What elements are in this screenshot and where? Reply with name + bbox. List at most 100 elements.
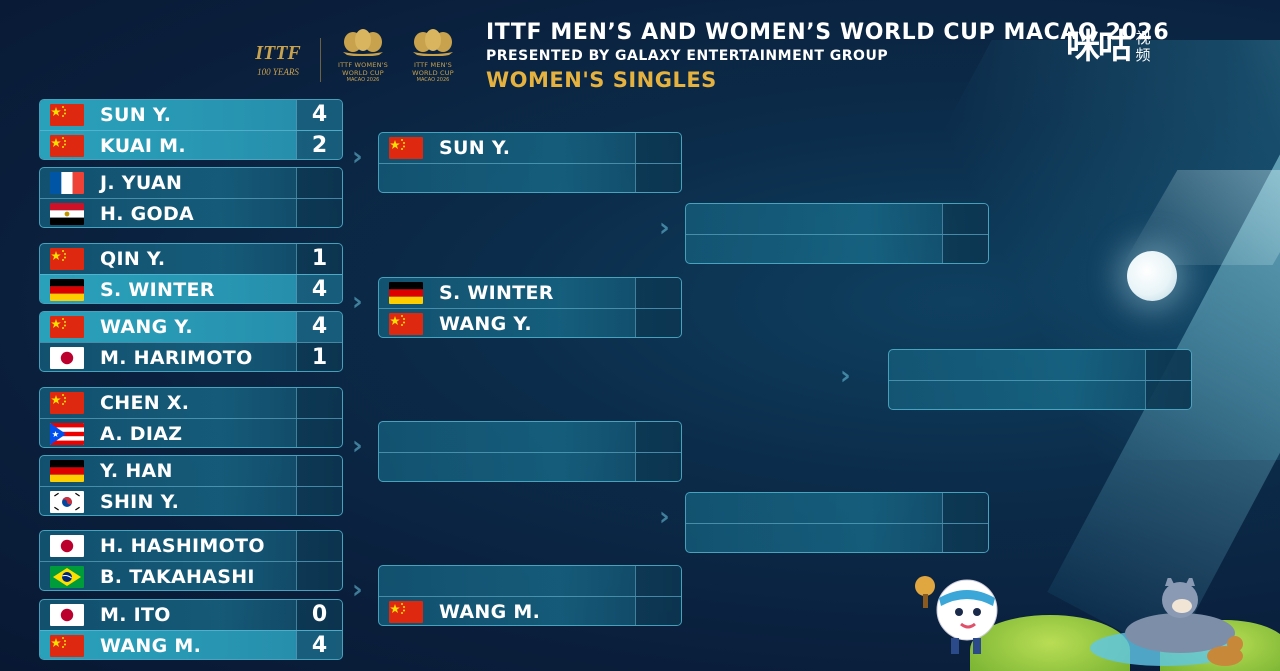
flag-chn-icon [389,312,423,335]
final-match-1 [888,349,1192,410]
flag-jpn-icon [50,535,84,557]
player-name: H. HASHIMOTO [100,535,265,557]
flag-fra-icon [50,172,84,194]
player-row: SUN Y. 4 [40,100,342,130]
player-name: S. WINTER [100,278,215,301]
player-name: J. YUAN [100,172,183,194]
round1-match-6: Y. HAN SHIN Y. [39,455,343,516]
player-score [635,309,681,337]
flag-jpn-icon [50,604,84,626]
player-row [379,163,681,192]
player-row: S. WINTER [379,278,681,308]
player-row: A. DIAZ [40,418,342,447]
player-name: SUN Y. [100,104,172,126]
player-score [635,453,681,481]
player-name: H. GODA [100,202,195,225]
player-score [635,164,681,192]
flag-chn-icon [50,634,84,657]
player-score [296,419,342,447]
player-name: WANG Y. [439,312,532,335]
flag-ger-icon [389,282,423,304]
player-row: WANG Y. [379,308,681,337]
round1-match-3: QIN Y.1 S. WINTER 4 [39,243,343,304]
ping-pong-ball-graphic [1127,251,1177,301]
player-score [296,456,342,486]
chevron-right-icon: › [352,575,363,605]
player-score: 0 [296,600,342,630]
player-name: KUAI M. [100,134,186,157]
player-name: SUN Y. [439,137,511,159]
player-row [686,493,988,523]
player-score: 2 [296,131,342,159]
lotus-icon [343,29,383,57]
flag-pur-icon [50,422,84,445]
chevron-right-icon: › [352,142,363,172]
player-row [686,523,988,552]
player-row: WANG M.4 [40,630,342,659]
migu-logo-label: 视频 [1134,30,1152,64]
player-name: Y. HAN [100,460,173,482]
flag-kor-icon [50,490,84,513]
migu-label-2: 频 [1135,46,1151,64]
player-row [379,422,681,452]
player-row: Y. HAN [40,456,342,486]
flag-chn-icon [389,137,423,159]
round1-match-7: H. HASHIMOTO B. TAKAHASHI [39,530,343,591]
player-name: WANG M. [100,634,202,657]
mascot-ping-pong-ball-icon [915,576,998,654]
broadcaster-logo: 咪咕 视频 [1066,28,1152,66]
player-score [942,204,988,234]
player-row: QIN Y.1 [40,244,342,274]
player-score [942,493,988,523]
player-score [296,168,342,198]
quarterfinal-match-2: S. WINTER WANG Y. [378,277,682,338]
migu-logo-text: 咪咕 [1066,27,1132,67]
player-name: M. ITO [100,604,171,626]
event-category: WOMEN'S SINGLES [486,68,717,92]
flag-chn-icon [389,600,423,623]
player-row: J. YUAN [40,168,342,198]
player-score [635,422,681,452]
player-score: 4 [296,100,342,130]
player-name: WANG M. [439,600,541,623]
player-row: SUN Y. [379,133,681,163]
player-name: WANG Y. [100,316,193,338]
player-row: WANG Y.4 [40,312,342,342]
migu-label-1: 视 [1135,29,1151,47]
player-score: 4 [296,275,342,303]
player-row [686,234,988,263]
player-score: 1 [296,343,342,371]
player-score [296,531,342,561]
cartoon-cat-mascot-icon [1090,578,1243,666]
player-score: 1 [296,244,342,274]
player-row: SHIN Y. [40,486,342,515]
mens-world-cup-logo: ITTF MEN'S WORLD CUP MACAO 2026 [405,24,461,83]
ittf-logo-years: 100 YEARS [257,67,299,77]
chevron-right-icon: › [840,361,851,391]
quarterfinal-match-1: SUN Y. [378,132,682,193]
player-row [889,350,1191,380]
womens-world-cup-logo: ITTF WOMEN'S WORLD CUP MACAO 2026 [335,24,391,83]
wc-men-logo-line2: WORLD CUP [412,68,454,77]
flag-jpn-icon [50,346,84,369]
player-score [635,133,681,163]
player-row: H. HASHIMOTO [40,531,342,561]
player-row: CHEN X. [40,388,342,418]
player-score [635,597,681,625]
player-row: B. TAKAHASHI [40,561,342,590]
player-name: SHIN Y. [100,490,180,513]
semifinal-match-1 [685,203,989,264]
quarterfinal-match-3 [378,421,682,482]
event-title: ITTF MEN’S AND WOMEN’S WORLD CUP MACAO 2… [486,20,1170,45]
flag-ger-icon [50,278,84,301]
player-score [942,524,988,552]
chevron-right-icon: › [659,213,670,243]
player-name: S. WINTER [439,282,554,304]
wc-logo-line1: ITTF WOMEN'S [338,61,388,69]
flag-ger-icon [50,460,84,482]
round1-match-5: CHEN X.A. DIAZ [39,387,343,448]
wc-men-logo-line1: ITTF MEN'S [413,61,453,69]
